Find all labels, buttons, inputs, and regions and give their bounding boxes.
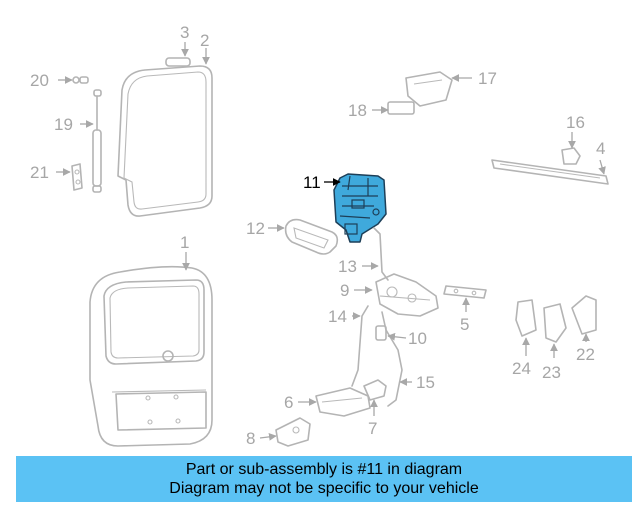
callout-7: 7	[368, 419, 377, 438]
callout-14: 14	[328, 307, 347, 326]
leader-lines	[56, 42, 606, 441]
callout-13: 13	[338, 257, 357, 276]
banner-line-part-number: Part or sub-assembly is #11 in diagram	[185, 461, 463, 478]
callout-18: 18	[348, 101, 367, 120]
latch-part	[375, 273, 439, 317]
strut-bracket-part	[71, 163, 83, 191]
callout-24: 24	[512, 359, 531, 378]
callout-17: 17	[478, 69, 497, 88]
callout-6: 6	[284, 393, 293, 412]
striker-plate-part	[443, 285, 487, 299]
rail-part	[491, 159, 609, 185]
callout-23: 23	[542, 363, 561, 382]
callout-19: 19	[54, 115, 73, 134]
callout-11: 11	[303, 173, 321, 192]
callout-3: 3	[180, 23, 189, 42]
callout-20: 20	[30, 71, 49, 90]
handle-frame-part	[284, 218, 339, 255]
small-bracket-part	[363, 379, 387, 401]
callout-22: 22	[576, 345, 595, 364]
upper-hinge-part	[387, 71, 453, 115]
lock-assembly-part	[333, 173, 387, 243]
parts-diagram: 1 2 3 4 5 6 7 8 9 10 11 12 13 14 15 16 1…	[30, 23, 609, 448]
clip-part	[375, 325, 387, 341]
callout-12: 12	[246, 219, 265, 238]
callout-2: 2	[200, 31, 209, 50]
tailgate-door-part	[89, 265, 213, 447]
lower-hinge-part	[275, 417, 311, 447]
actuator-part	[315, 387, 371, 417]
callout-4: 4	[596, 139, 605, 158]
callout-15: 15	[416, 373, 435, 392]
plug-part	[561, 147, 581, 165]
trim-strip-part	[165, 57, 191, 67]
gas-strut-part	[92, 89, 102, 193]
callout-labels: 1 2 3 4 5 6 7 8 9 10 11 12 13 14 15 16 1…	[30, 23, 605, 448]
rod-part	[351, 305, 369, 387]
info-banner: Part or sub-assembly is #11 in diagram D…	[16, 456, 632, 502]
connecting-rod-part	[373, 227, 389, 281]
callout-21: 21	[30, 163, 49, 182]
release-rod-part	[381, 311, 403, 407]
callout-10: 10	[408, 329, 427, 348]
callout-5: 5	[460, 315, 469, 334]
pin-part	[72, 76, 89, 84]
window-glass-part	[117, 65, 213, 217]
callout-8: 8	[246, 429, 255, 448]
callout-16: 16	[566, 113, 585, 132]
banner-line-disclaimer: Diagram may not be specific to your vehi…	[169, 480, 479, 497]
callout-1: 1	[180, 233, 189, 252]
hinge-set-part	[515, 295, 597, 343]
callout-9: 9	[340, 281, 349, 300]
